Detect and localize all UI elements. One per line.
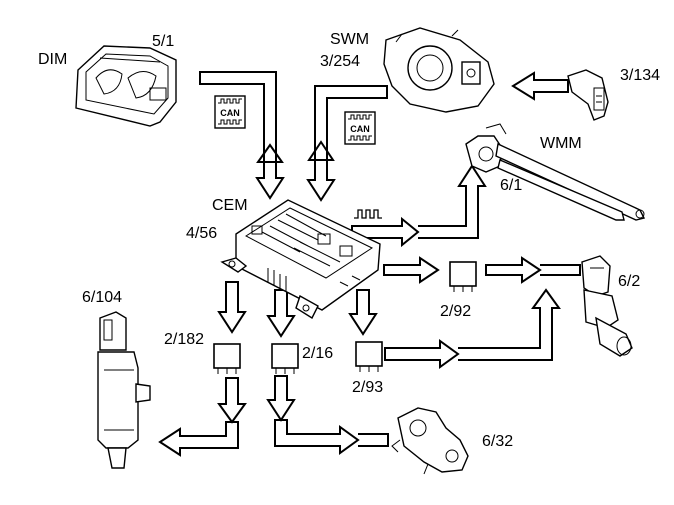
dim-label: DIM <box>38 51 67 68</box>
dim-id-label: 5/1 <box>152 33 174 50</box>
relay93-to-washer-pipe <box>384 288 561 369</box>
cem-module-icon <box>220 199 381 320</box>
relay-2-182-icon <box>213 343 241 374</box>
relay16-to-rearwiper-pipe <box>266 375 389 455</box>
cem-to-relay16-pipe <box>266 289 296 338</box>
cem-label: CEM <box>212 197 248 214</box>
dim-to-cem-pipe <box>199 71 285 200</box>
relay92-to-washer-pipe <box>485 256 581 284</box>
headlamp-washer-pump-icon <box>97 311 151 469</box>
rear-wiper-motor-icon <box>391 407 469 475</box>
cem-id-label: 4/56 <box>186 225 217 242</box>
can-badge-text: CAN <box>350 124 370 134</box>
pump-id-label: 6/104 <box>82 289 122 306</box>
relay-182-label: 2/182 <box>164 331 204 348</box>
swm-label: SWM <box>330 31 369 48</box>
cem-to-relay182-pipe <box>217 281 247 334</box>
relay182-to-pump-pipe <box>158 377 247 457</box>
stalk-switch-icon <box>567 69 609 121</box>
swm-to-cem-pipe <box>306 85 388 202</box>
relay-16-label: 2/16 <box>302 345 333 362</box>
stalk-to-swm-pipe <box>511 71 569 101</box>
cem-to-relay93-pipe <box>348 289 378 336</box>
relay-2-16-icon <box>271 343 299 374</box>
stalk-id-label: 3/134 <box>620 67 660 84</box>
relay-2-92-icon <box>449 261 477 292</box>
washer-pump-icon <box>581 255 633 357</box>
relay-92-label: 2/92 <box>440 303 471 320</box>
dim-instrument-cluster-icon <box>75 45 177 127</box>
relay-2-93-icon <box>355 341 383 372</box>
wmm-label: WMM <box>540 135 582 152</box>
swm-id-label: 3/254 <box>320 53 360 70</box>
cem-to-relay92-pipe <box>383 256 440 284</box>
cem-to-wmm-pipe <box>351 164 487 248</box>
wmm-wiper-motor-icon <box>465 123 646 221</box>
rear-wiper-id-label: 6/32 <box>482 433 513 450</box>
relay-93-label: 2/93 <box>352 379 383 396</box>
can-badge-dim: CAN <box>214 95 246 129</box>
swm-steering-module-icon <box>383 27 495 113</box>
washer-id-label: 6/2 <box>618 273 640 290</box>
can-badge-text: CAN <box>220 108 240 118</box>
can-badge-swm: CAN <box>344 111 376 145</box>
wmm-id-label: 6/1 <box>500 177 522 194</box>
pulse-signal-icon <box>354 209 382 219</box>
